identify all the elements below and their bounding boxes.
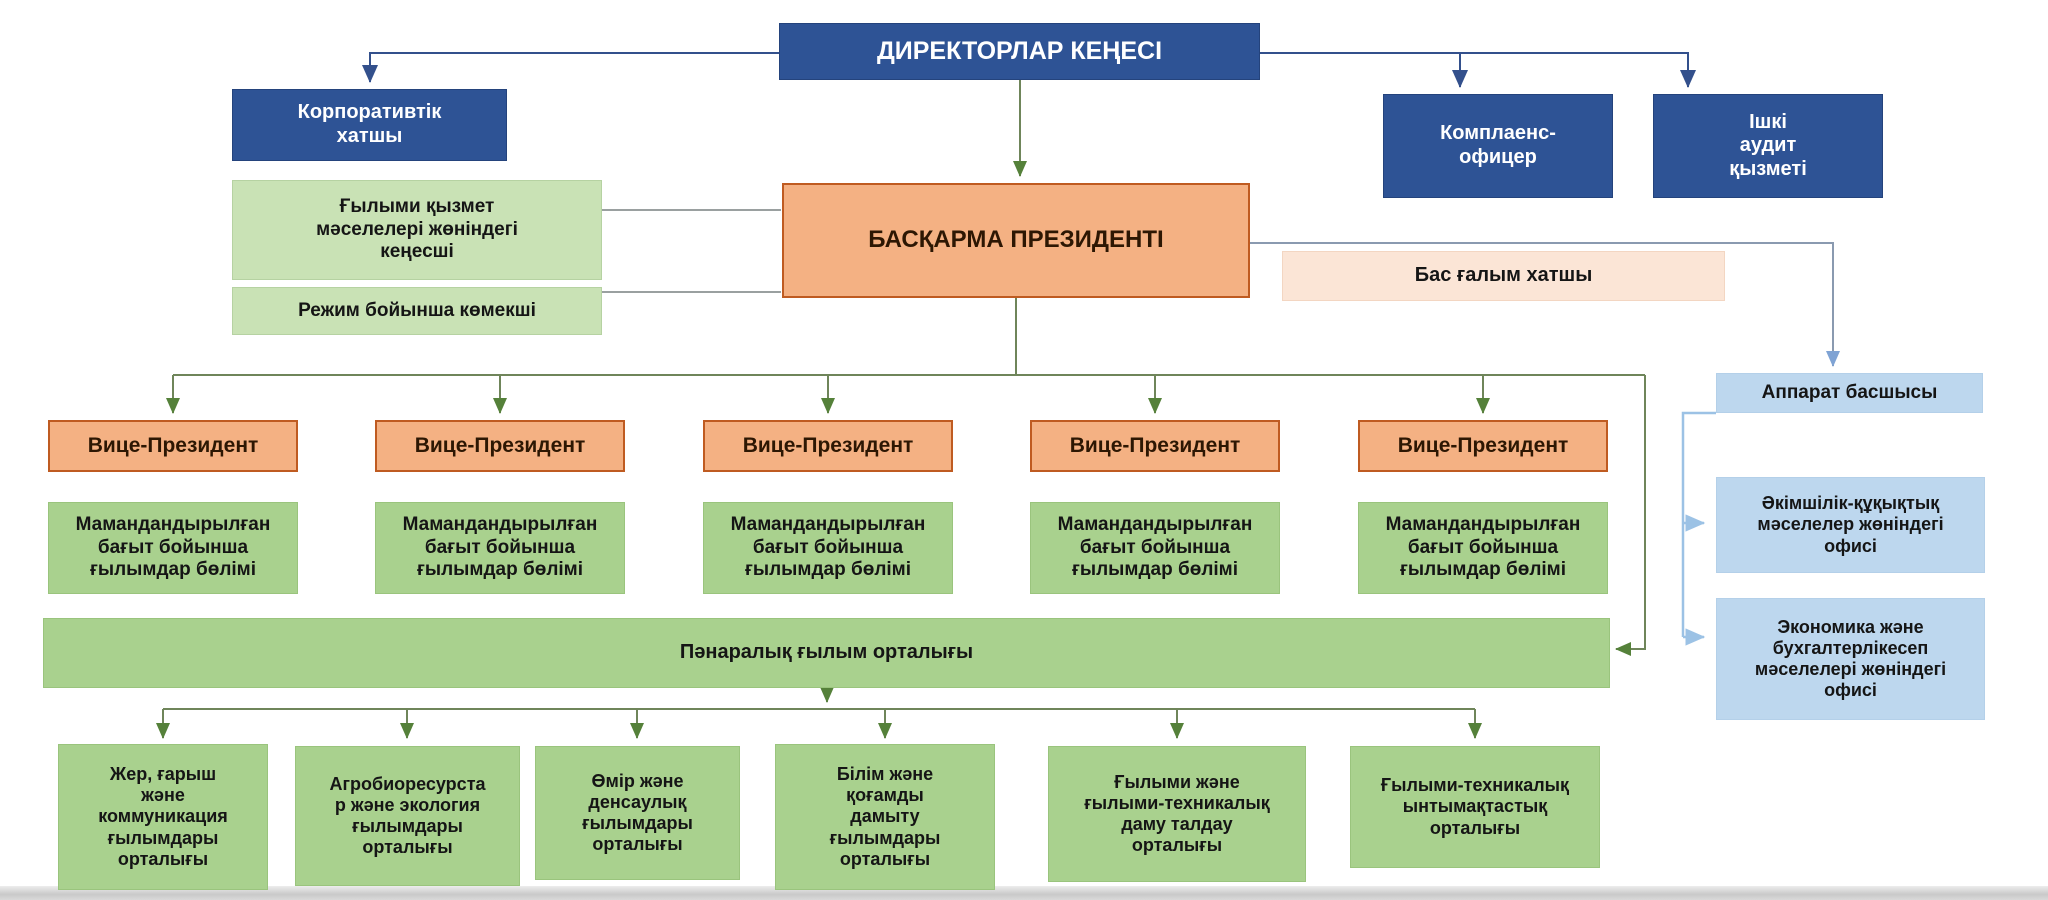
org-box-regime-assistant: Режим бойынша көмекші <box>232 287 602 335</box>
org-box-vice-president-3: Вице-Президент <box>703 420 953 472</box>
org-box-vice-president-2: Вице-Президент <box>375 420 625 472</box>
board-connectors <box>362 52 1696 88</box>
org-box-economics-office: Экономика және бухгалтерлікесеп мәселеле… <box>1716 598 1985 720</box>
slide-bottom-edge <box>0 886 2048 900</box>
org-box-science-advisor: Ғылыми қызмет мәселелері жөніндегі кеңес… <box>232 180 602 280</box>
org-box-science-department-4: Мамандандырылған бағыт бойынша ғылымдар … <box>1030 502 1280 594</box>
org-box-center-education-society: Білім және қоғамды дамыту ғылымдары орта… <box>775 744 995 890</box>
org-box-science-department-2: Мамандандырылған бағыт бойынша ғылымдар … <box>375 502 625 594</box>
org-box-vice-president-1: Вице-Президент <box>48 420 298 472</box>
org-box-center-sci-tech-analysis: Ғылыми және ғылыми-техникалық даму талда… <box>1048 746 1306 882</box>
org-box-center-life-health: Өмір және денсаулық ғылымдары орталығы <box>535 746 740 880</box>
office-connectors <box>1681 411 1716 646</box>
org-box-vice-president-4: Вице-Президент <box>1030 420 1280 472</box>
advisor-connectors <box>602 209 781 293</box>
org-box-interdisciplinary-center: Пәнаралық ғылым орталығы <box>43 618 1610 688</box>
org-box-science-department-1: Мамандандырылған бағыт бойынша ғылымдар … <box>48 502 298 594</box>
org-box-board-of-directors: ДИРЕКТОРЛАР КЕҢЕСІ <box>779 23 1260 80</box>
org-box-vice-president-5: Вице-Президент <box>1358 420 1608 472</box>
org-box-staff-head: Аппарат басшысы <box>1716 373 1983 413</box>
org-box-center-agrobioresources: Агробиоресурста р және экология ғылымдар… <box>295 746 520 886</box>
org-box-compliance-officer: Комплаенс- офицер <box>1383 94 1613 198</box>
org-box-president: БАСҚАРМА ПРЕЗИДЕНТІ <box>782 183 1250 298</box>
org-box-center-sci-tech-cooperation: Ғылыми-техникалық ынтымақтастық орталығы <box>1350 746 1600 868</box>
org-box-internal-audit: Ішкі аудит қызметі <box>1653 94 1883 198</box>
org-box-chief-science-secretary: Бас ғалым хатшы <box>1282 251 1725 301</box>
org-box-corporate-secretary: Корпоративтік хатшы <box>232 89 507 161</box>
staff-head-connector <box>1250 242 1840 367</box>
org-box-science-department-3: Мамандандырылған бағыт бойынша ғылымдар … <box>703 502 953 594</box>
president-connectors <box>156 80 1646 739</box>
org-box-admin-legal-office: Әкімшілік-құқықтық мәселелер жөніндегі о… <box>1716 477 1985 573</box>
org-box-science-department-5: Мамандандырылған бағыт бойынша ғылымдар … <box>1358 502 1608 594</box>
org-box-center-earth-space: Жер, ғарыш және коммуникация ғылымдары о… <box>58 744 268 890</box>
